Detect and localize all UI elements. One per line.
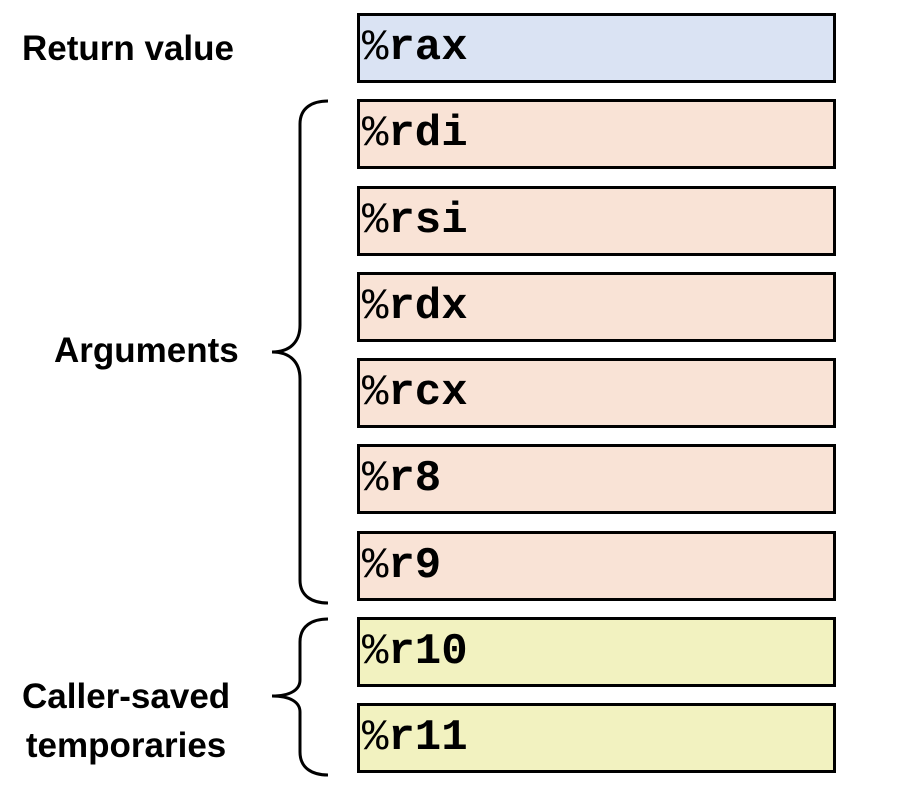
register-box-r10: %r10 xyxy=(357,617,836,687)
register-label: r10 xyxy=(388,627,468,677)
register-name: %rsi xyxy=(360,199,468,243)
caller-saved-label-line2: temporaries xyxy=(25,726,227,765)
register-name: %rax xyxy=(360,26,468,70)
register-box-rax: %rax xyxy=(357,13,836,83)
register-box-rdx: %rdx xyxy=(357,272,836,342)
register-prefix: % xyxy=(362,282,389,332)
register-label: r11 xyxy=(388,713,468,763)
register-name: %rcx xyxy=(360,371,468,415)
register-prefix: % xyxy=(362,368,389,418)
register-label: rax xyxy=(388,23,468,73)
register-box-r11: %r11 xyxy=(357,703,836,773)
caller-saved-label: Caller-saved temporaries xyxy=(22,672,230,770)
register-prefix: % xyxy=(362,196,389,246)
arguments-brace xyxy=(271,99,329,605)
register-label: rsi xyxy=(388,196,468,246)
register-label: rcx xyxy=(388,368,468,418)
register-prefix: % xyxy=(362,541,389,591)
arguments-label: Arguments xyxy=(54,331,239,370)
caller-saved-label-line1: Caller-saved xyxy=(22,677,231,716)
register-box-rdi: %rdi xyxy=(357,99,836,169)
register-name: %r8 xyxy=(360,457,441,501)
register-name: %r11 xyxy=(360,716,468,760)
register-name: %rdi xyxy=(360,112,468,156)
register-name: %rdx xyxy=(360,285,468,329)
register-label: rdi xyxy=(388,109,468,159)
register-box-rcx: %rcx xyxy=(357,358,836,428)
register-box-rsi: %rsi xyxy=(357,186,836,256)
register-prefix: % xyxy=(362,454,389,504)
register-prefix: % xyxy=(362,627,389,677)
register-label: r9 xyxy=(388,541,442,591)
register-prefix: % xyxy=(362,109,389,159)
return-value-label: Return value xyxy=(22,29,234,68)
register-prefix: % xyxy=(362,713,389,763)
register-prefix: % xyxy=(362,23,389,73)
register-name: %r9 xyxy=(360,544,441,588)
caller-saved-brace xyxy=(271,617,329,777)
register-label: r8 xyxy=(388,454,442,504)
register-box-r8: %r8 xyxy=(357,444,836,514)
register-label: rdx xyxy=(388,282,468,332)
register-box-r9: %r9 xyxy=(357,531,836,601)
register-name: %r10 xyxy=(360,630,468,674)
